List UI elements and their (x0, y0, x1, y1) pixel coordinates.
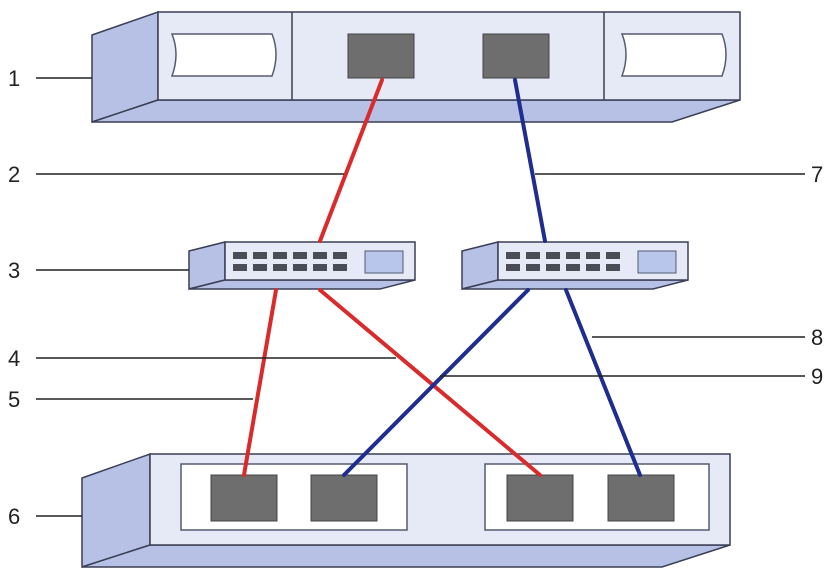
blue-cable-controller-to-switch2 (513, 78, 547, 243)
callout-lines (36, 77, 805, 517)
network-switch-1 (188, 241, 416, 290)
callout-labels: 1 2 3 4 5 6 7 8 9 (8, 66, 823, 529)
red-cable-controller-to-switch1 (318, 78, 384, 243)
disk-shelf (81, 452, 731, 569)
blue-cable-switch2-to-disk-port-4 (564, 288, 642, 477)
callout-2: 2 (8, 162, 20, 187)
callout-6: 6 (8, 504, 20, 529)
blue-cable-switch2-to-disk-port-2 (342, 288, 530, 477)
disk-port-2 (310, 474, 378, 522)
cables (242, 78, 642, 477)
switch-2-ports (506, 252, 620, 271)
red-cable-switch1-to-disk-port-1 (242, 288, 278, 477)
switch-1-ports (233, 252, 347, 271)
red-cable-switch1-to-disk-port-3 (318, 288, 542, 477)
controller-shelf-bottom (91, 99, 741, 123)
drive-bay-right (620, 33, 727, 77)
callout-4: 4 (8, 346, 20, 371)
controller-port-b (482, 33, 550, 79)
controller-shelf (91, 10, 741, 124)
disk-port-3 (506, 474, 574, 522)
callout-9: 9 (811, 364, 823, 389)
drive-bay-left (170, 33, 277, 77)
callout-7: 7 (811, 162, 823, 187)
disk-port-1 (210, 474, 278, 522)
disk-shelf-bottom (81, 544, 731, 568)
switch-2-indicator (637, 250, 677, 274)
disk-port-4 (607, 474, 675, 522)
switch-1-bottom (188, 279, 416, 290)
callout-8: 8 (811, 325, 823, 350)
switch-1-indicator (364, 250, 404, 274)
callout-1: 1 (8, 66, 20, 91)
callout-3: 3 (8, 258, 20, 283)
callout-5: 5 (8, 387, 20, 412)
network-switch-2 (461, 241, 689, 290)
controller-port-a (347, 33, 415, 79)
switch-2-bottom (461, 279, 689, 290)
